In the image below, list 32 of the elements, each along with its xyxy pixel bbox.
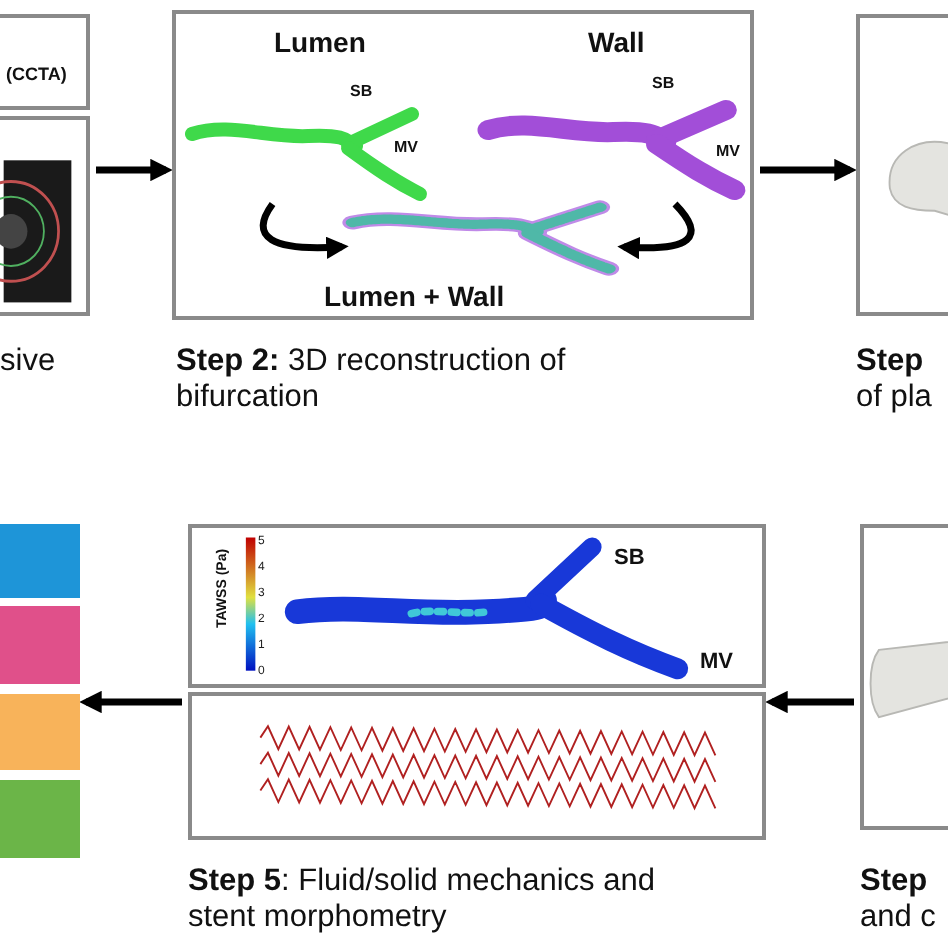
step-caption: Step and c xyxy=(860,864,938,936)
arrow xyxy=(760,158,857,182)
panel-heading: Lumen xyxy=(274,28,366,56)
arrow xyxy=(79,690,182,714)
panel-heading: Wall xyxy=(588,28,645,56)
modality-label: (CCTA) xyxy=(6,66,67,84)
result-block xyxy=(0,606,80,684)
branch-label: SB xyxy=(350,84,373,100)
result-block xyxy=(0,780,80,858)
result-block xyxy=(0,694,80,770)
arrow xyxy=(765,690,854,714)
panel-heading: Lumen + Wall xyxy=(324,282,505,310)
step-caption: Step of pla xyxy=(856,344,934,416)
wss-map-panel xyxy=(188,524,766,688)
branch-label: MV xyxy=(700,652,733,674)
ivus-image-panel xyxy=(0,116,90,316)
step-caption: sive xyxy=(0,344,58,380)
branch-label: MV xyxy=(394,140,418,156)
tube-model-panel xyxy=(860,524,948,830)
step-caption: Step 5: Fluid/solid mechanics and stent morphometry xyxy=(188,864,657,936)
modality-box xyxy=(0,14,90,110)
branch-label: SB xyxy=(614,548,645,570)
arrow xyxy=(617,201,695,259)
branch-label: MV xyxy=(716,144,740,160)
arrow xyxy=(259,202,349,259)
stent-panel xyxy=(188,692,766,840)
result-block xyxy=(0,524,80,598)
step-panel xyxy=(172,10,754,320)
arrow xyxy=(96,158,173,182)
plaque-model-panel xyxy=(856,14,948,316)
step-caption: Step 2: 3D reconstruction of bifurcation xyxy=(176,344,568,416)
branch-label: SB xyxy=(652,76,675,92)
